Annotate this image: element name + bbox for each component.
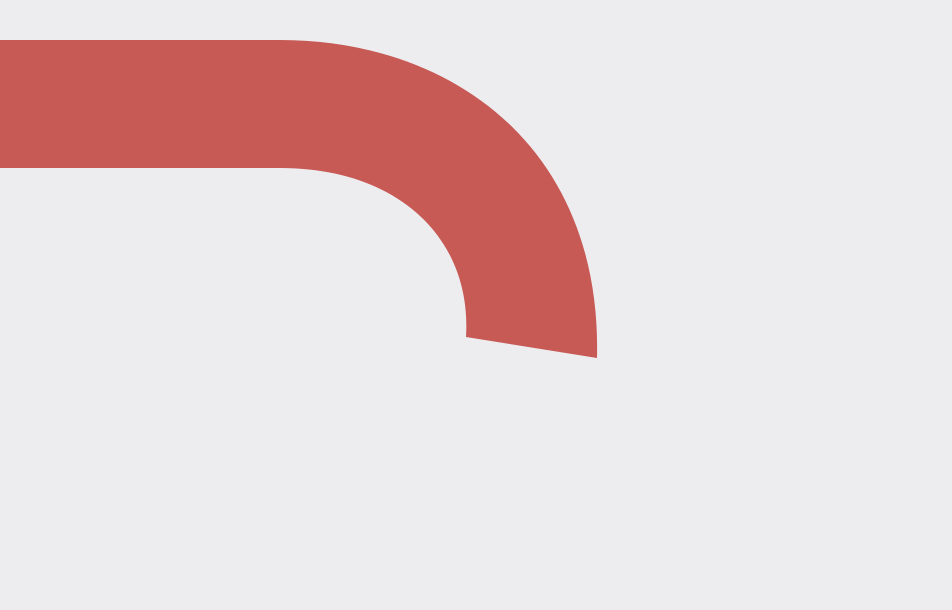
curved-band-shape (0, 40, 598, 358)
